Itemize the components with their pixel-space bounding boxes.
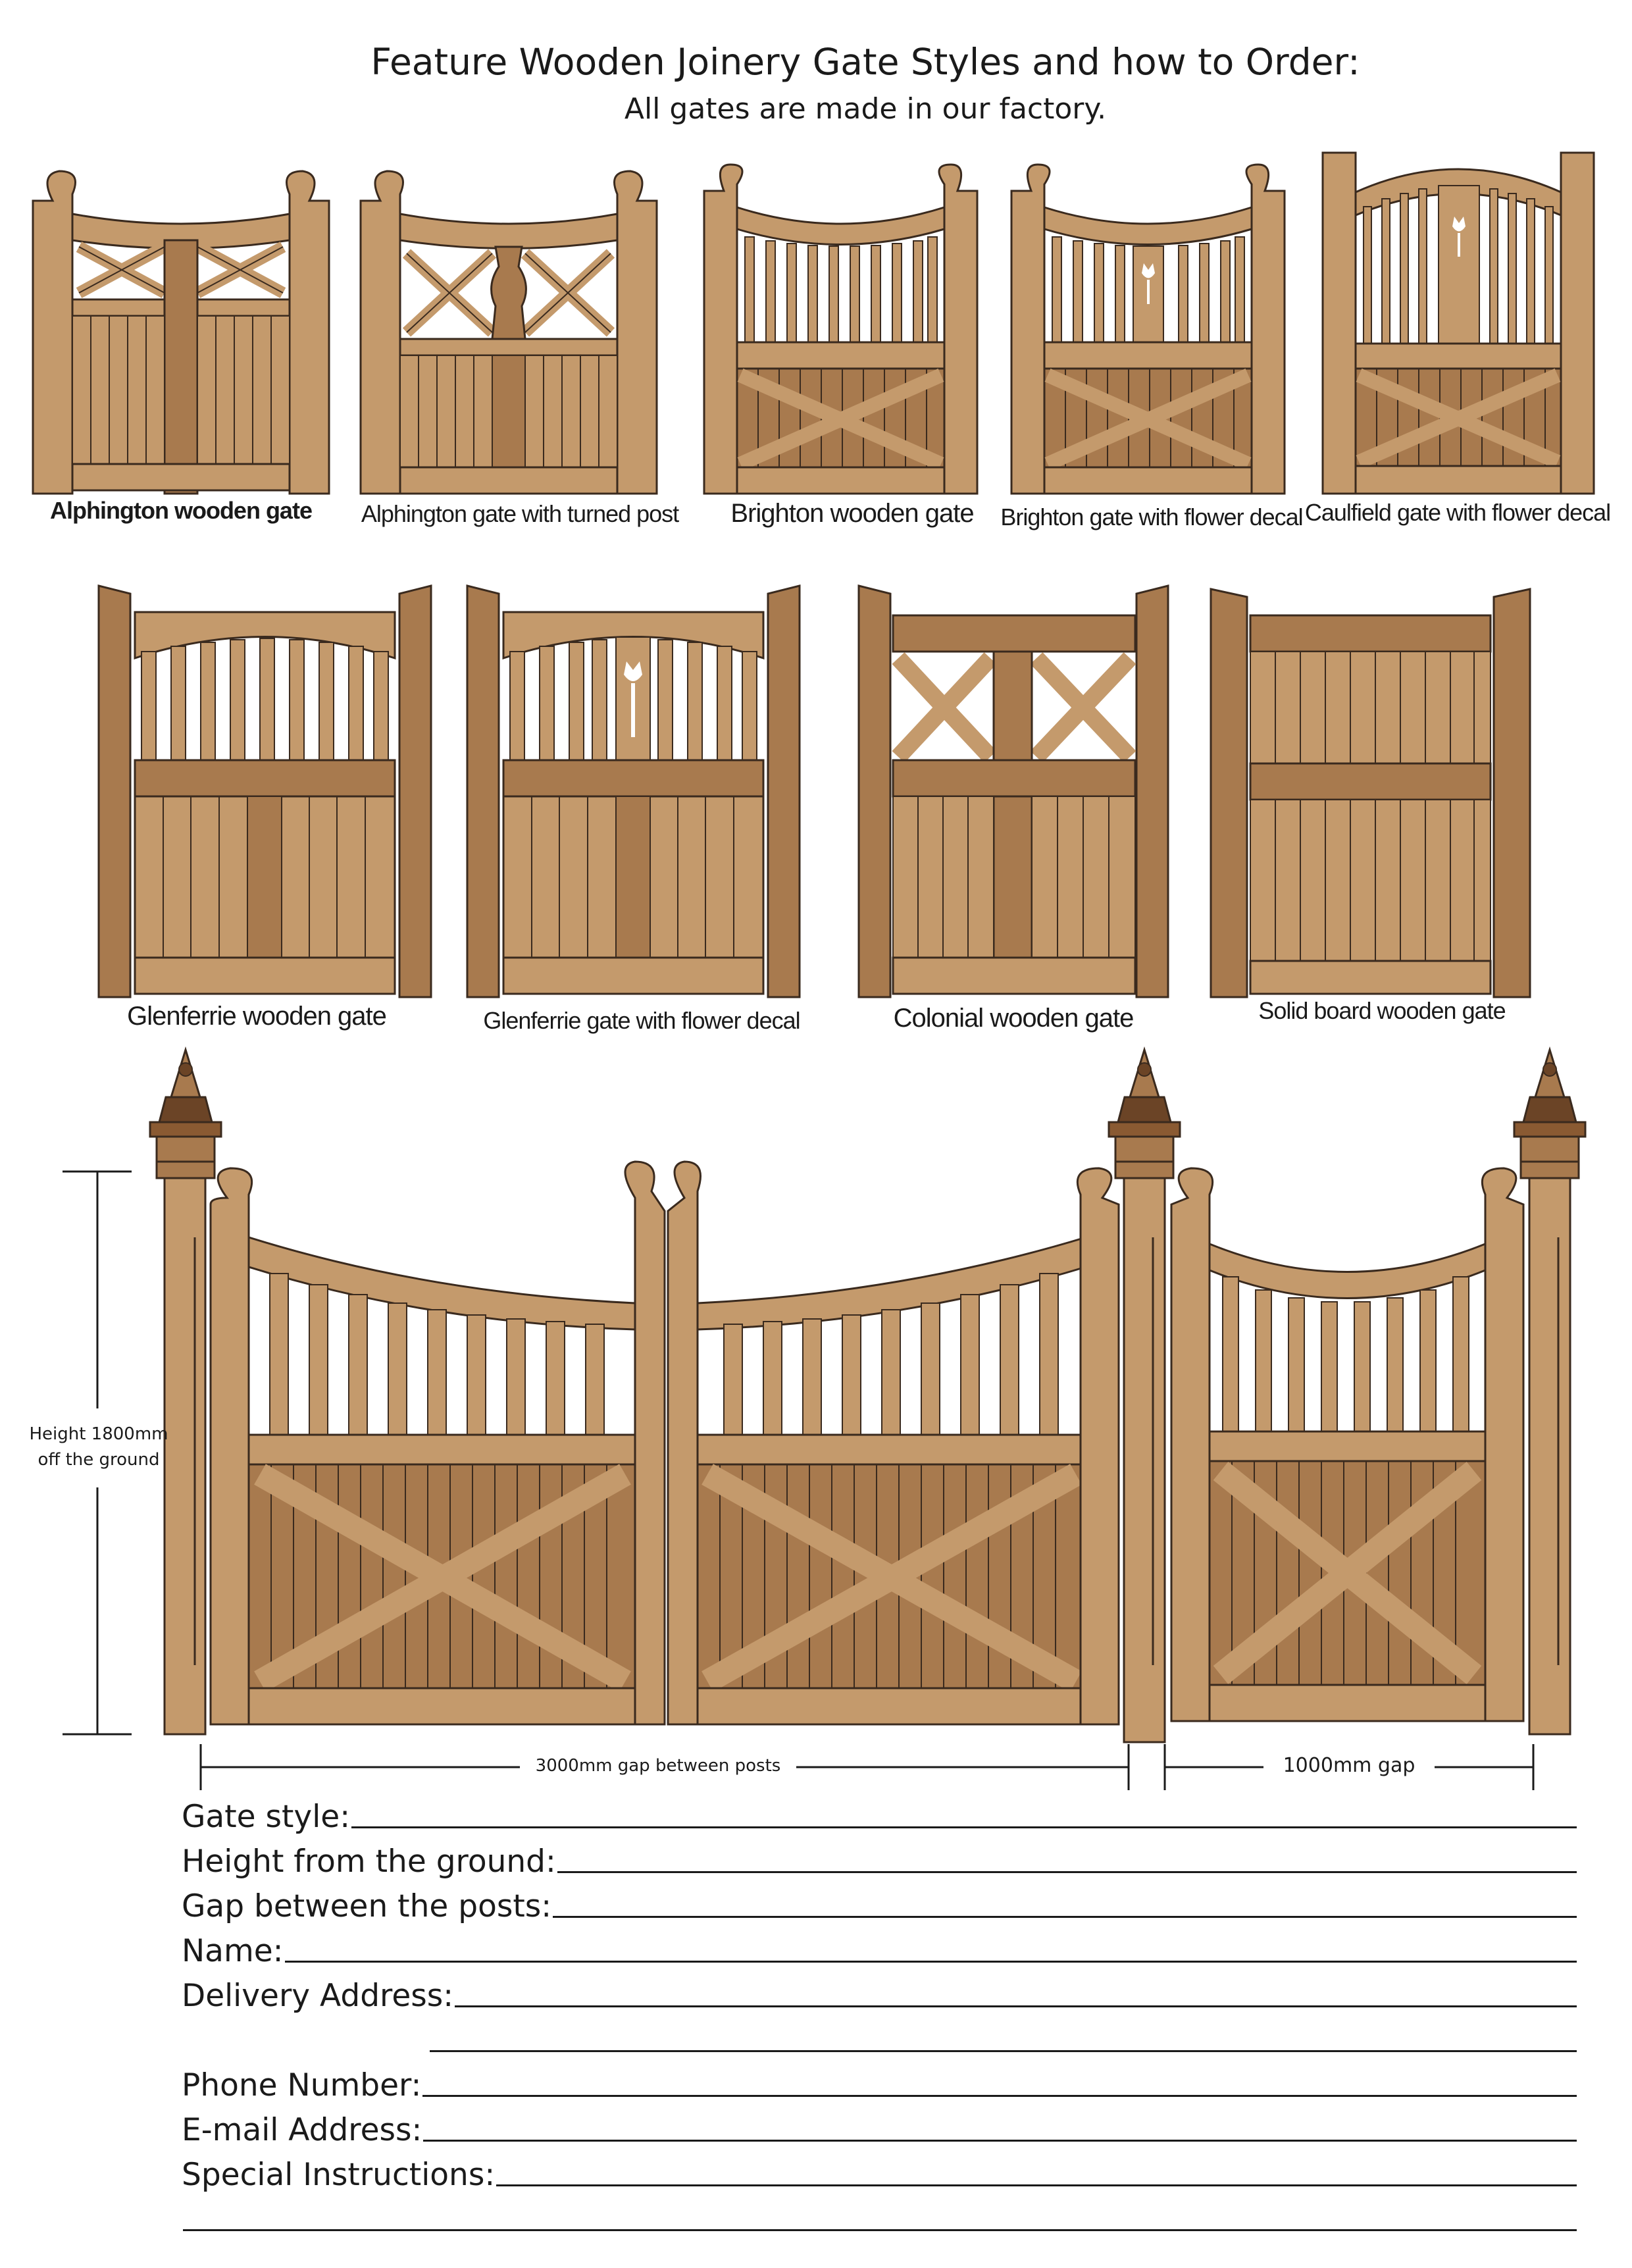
page-title: Feature Wooden Joinery Gate Styles and h…: [370, 41, 1360, 83]
page-subtitle: All gates are made in our factory.: [624, 92, 1107, 126]
gate-caption-brighton: Brighton wooden gate: [730, 499, 974, 528]
gate-caption-glenferrie-flower: Glenferrie gate with flower decal: [483, 1007, 800, 1034]
order-form: Gate style: Height from the ground: Gap …: [182, 1790, 1577, 2238]
form-label: Gate style:: [182, 1799, 351, 1835]
gate-caption-alphington: Alphington wooden gate: [50, 497, 313, 524]
gap-line[interactable]: [553, 1916, 1577, 1918]
form-row-delivery-address[interactable]: Delivery Address:: [182, 1969, 1577, 2014]
height-label-line2: off the ground: [38, 1450, 160, 1470]
gate-illustration-brighton: [703, 163, 979, 495]
gate-style-line[interactable]: [351, 1826, 1577, 1828]
form-row-name[interactable]: Name:: [182, 1924, 1577, 1969]
delivery-address-line-2[interactable]: [430, 2050, 1577, 2052]
gate-caption-colonial: Colonial wooden gate: [893, 1004, 1135, 1033]
height-label-line1: Height 1800mm: [29, 1424, 168, 1444]
email-line[interactable]: [423, 2140, 1577, 2142]
gate-illustration-glenferrie-flower: [466, 584, 801, 998]
extra-line[interactable]: [183, 2229, 1577, 2231]
gate-caption-brighton-flower: Brighton gate with flower decal: [1000, 503, 1303, 530]
form-row-email[interactable]: E-mail Address:: [182, 2103, 1577, 2148]
gate-illustration-solid-board: [1210, 588, 1531, 998]
gate-caption-alphington-turned-post: Alphington gate with turned post: [361, 500, 679, 527]
gate-illustration-colonial: [857, 584, 1169, 998]
form-label: Gap between the posts:: [182, 1888, 552, 1924]
form-row-delivery-address-2[interactable]: [182, 2014, 1577, 2059]
gate-caption-glenferrie: Glenferrie wooden gate: [127, 1002, 387, 1031]
gate-caption-caulfield-flower: Caulfield gate with flower decal: [1304, 499, 1611, 526]
gate-illustration-caulfield-flower: [1321, 151, 1595, 495]
gate-illustration-brighton-flower: [1010, 163, 1286, 495]
gate-caption-solid-board: Solid board wooden gate: [1258, 997, 1506, 1024]
form-label: Height from the ground:: [182, 1843, 556, 1880]
form-row-height[interactable]: Height from the ground:: [182, 1835, 1577, 1880]
form-row-gap[interactable]: Gap between the posts:: [182, 1880, 1577, 1924]
name-line[interactable]: [284, 1961, 1577, 1963]
phone-line[interactable]: [422, 2095, 1577, 2097]
gap-label-double: 3000mm gap between posts: [535, 1756, 781, 1776]
form-label: Special Instructions:: [182, 2157, 496, 2193]
special-instructions-line[interactable]: [496, 2184, 1577, 2186]
gate-illustration-alphington: [32, 170, 330, 495]
form-label: Phone Number:: [182, 2067, 422, 2103]
form-row-special-instructions[interactable]: Special Instructions:: [182, 2148, 1577, 2193]
gate-dimension-diagram: [26, 1048, 1587, 1790]
form-row-gate-style[interactable]: Gate style:: [182, 1790, 1577, 1835]
gap-label-single: 1000mm gap: [1283, 1754, 1415, 1777]
delivery-address-line[interactable]: [455, 2005, 1577, 2007]
gate-illustration-alphington-turned-post: [359, 170, 658, 495]
form-row-extra[interactable]: [182, 2193, 1577, 2238]
form-label: E-mail Address:: [182, 2112, 422, 2148]
form-label: Delivery Address:: [182, 1978, 454, 2014]
form-label: Name:: [182, 1933, 284, 1969]
height-line[interactable]: [557, 1871, 1577, 1873]
gate-illustration-glenferrie: [97, 584, 432, 998]
form-row-phone[interactable]: Phone Number:: [182, 2059, 1577, 2103]
